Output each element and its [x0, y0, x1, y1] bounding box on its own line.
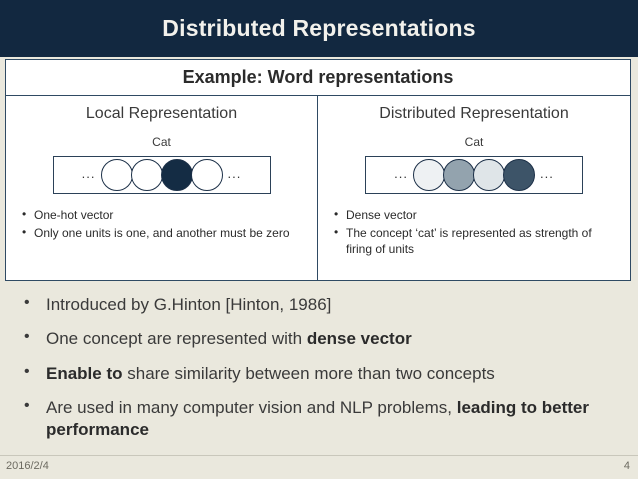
footer-date: 2016/2/4 [6, 460, 49, 472]
list-item: Enable to share similarity between more … [18, 362, 630, 384]
bullet-list-local: One-hot vector Only one units is one, an… [6, 207, 317, 242]
word-label-distributed: Cat [464, 135, 484, 149]
footer-page-number: 4 [623, 460, 630, 472]
vector-box-distributed: ... ... [365, 156, 583, 194]
ellipsis-left-local: ... [81, 165, 96, 181]
list-item: Are used in many computer vision and NLP… [18, 396, 630, 440]
vector-unit-local-1 [100, 159, 133, 191]
list-item: One-hot vector [20, 207, 307, 224]
slide-title-bar: Distributed Representations [0, 0, 638, 57]
vector-unit-distributed-2 [443, 159, 475, 191]
list-item: Dense vector [332, 207, 620, 224]
main-bullet-list: Introduced by G.Hinton [Hinton, 1986] On… [18, 293, 630, 453]
list-item: Introduced by G.Hinton [Hinton, 1986] [18, 293, 630, 315]
bullet-text-pre: One concept are represented with [46, 329, 307, 349]
vector-unit-distributed-3 [473, 159, 505, 191]
ellipsis-right-local: ... [227, 165, 242, 181]
page-title: Distributed Representations [162, 15, 476, 41]
vector-unit-distributed-1 [413, 159, 445, 191]
vector-unit-distributed-4 [503, 159, 535, 191]
example-columns: Local Representation Cat ... ... One-hot… [6, 96, 630, 281]
vector-unit-local-4 [190, 159, 223, 191]
bullet-text-pre: Introduced by G.Hinton [Hinton, 1986] [46, 295, 332, 314]
bullet-text-post: share similarity between more than two c… [122, 363, 495, 383]
list-item: The concept ‘cat’ is represented as stre… [332, 225, 620, 258]
example-header-label: Example: Word representations [182, 67, 454, 87]
example-table: Example: Word representations Local Repr… [5, 59, 631, 281]
column-title-distributed: Distributed Representation [379, 105, 569, 122]
column-distributed-representation: Distributed Representation Cat ... ... D… [318, 96, 630, 281]
bullet-text-bold: leading to better performance [46, 398, 589, 439]
slide-footer: 2016/2/4 4 [0, 455, 638, 479]
ellipsis-right-distributed: ... [540, 165, 554, 181]
bullet-text-pre: Are used in many computer vision and NLP… [46, 398, 457, 418]
word-label-local: Cat [152, 135, 171, 149]
example-table-header: Example: Word representations [6, 60, 630, 96]
column-title-local: Local Representation [85, 105, 238, 122]
column-local-representation: Local Representation Cat ... ... One-hot… [6, 96, 318, 281]
list-item: One concept are represented with dense v… [18, 327, 630, 349]
vector-box-local: ... ... [52, 156, 271, 194]
vector-unit-local-3 [160, 159, 193, 191]
bullet-text-bold: Enable to [46, 363, 123, 383]
bullet-text-bold: dense vector [306, 329, 412, 349]
vector-unit-local-2 [130, 159, 163, 191]
ellipsis-left-distributed: ... [394, 165, 408, 181]
list-item: Only one units is one, and another must … [20, 225, 307, 242]
bullet-list-distributed: Dense vector The concept ‘cat’ is repres… [318, 207, 630, 258]
